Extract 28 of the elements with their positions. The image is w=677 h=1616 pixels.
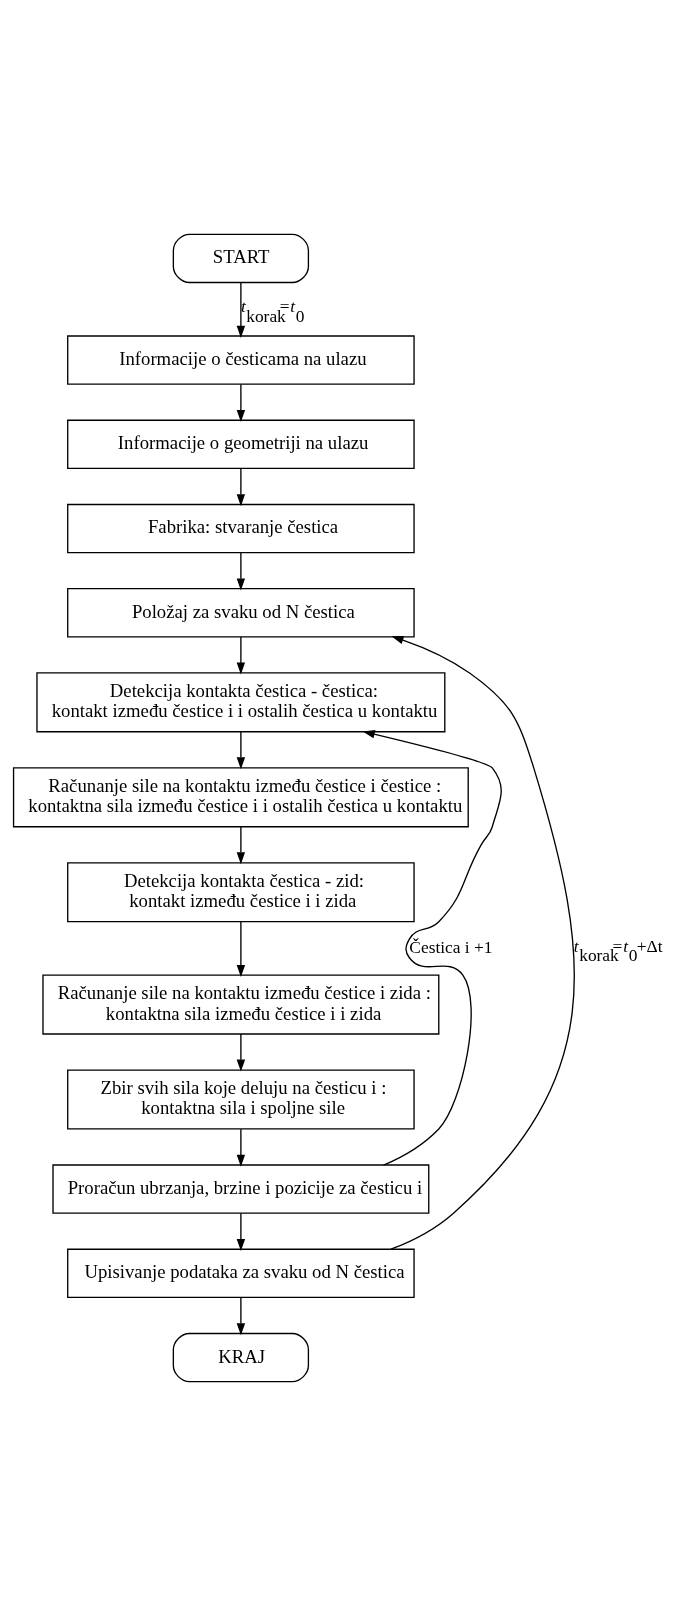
arrow xyxy=(390,636,575,1250)
node-box: Informacije o česticama na ulazu xyxy=(67,335,415,385)
arrow xyxy=(236,1212,246,1252)
arrow xyxy=(236,552,246,591)
node-box: Zbir svih sila koje deluju na česticu i : kontaktna sila i spoljne sile xyxy=(67,1069,415,1130)
arrow xyxy=(236,383,246,423)
node-box: Detekcija kontakta čestica - zid: kontakt između čestice i i zida xyxy=(67,862,415,923)
arrow xyxy=(236,1033,246,1072)
arrow xyxy=(236,731,246,770)
arrow xyxy=(236,468,246,507)
edge-label: Čestica i +1 xyxy=(409,937,493,957)
arrow xyxy=(236,1297,246,1336)
node-box: Detekcija kontakta čestica - čestica: kontakt između čestice i i ostalih čestica u kontaktu xyxy=(36,672,446,733)
node-box: START xyxy=(172,233,310,284)
arrow xyxy=(362,730,502,1166)
arrow xyxy=(236,1128,246,1167)
arrow xyxy=(236,636,246,675)
node-box: Računanje sile na kontaktu između čestice i čestice : kontaktna sila između čestice i i ostalih čestica u kontaktu xyxy=(12,767,469,828)
arrow xyxy=(236,826,246,865)
node-box: Fabrika: stvaranje čestica xyxy=(67,503,415,554)
node-box: Proračun ubrzanja, brzine i pozicije za česticu i xyxy=(52,1164,430,1214)
node-box: Upisivanje podataka za svaku od N čestica xyxy=(67,1248,415,1299)
node-box: Položaj za svaku od N čestica xyxy=(67,588,415,638)
node-box: KRAJ xyxy=(172,1332,310,1383)
node-box: Informacije o geometriji na ulazu xyxy=(67,419,415,470)
node-box: Računanje sile na kontaktu između čestice i zida : kontaktna sila između čestice i i zida xyxy=(42,974,440,1035)
arrow xyxy=(236,282,246,338)
arrow xyxy=(236,921,246,978)
